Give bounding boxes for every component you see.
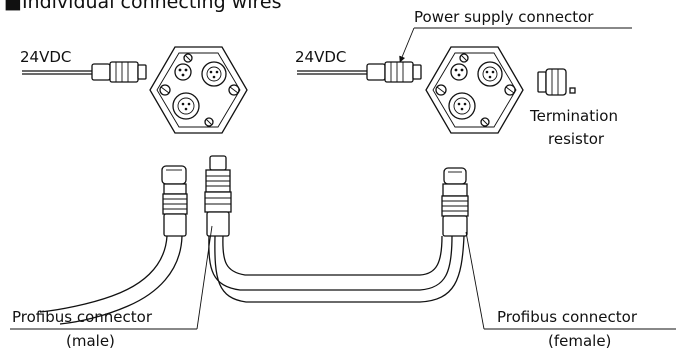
voltage-label-left: 24VDC bbox=[20, 48, 71, 66]
profibus-female-connector-right bbox=[441, 167, 469, 237]
profibus-female-label-line1: Profibus connector bbox=[497, 308, 638, 326]
profibus-female-label-line2: (female) bbox=[548, 332, 611, 350]
voltage-label-right: 24VDC bbox=[295, 48, 346, 66]
power-supply-connector-label: Power supply connector bbox=[414, 8, 594, 26]
right-hex-module bbox=[425, 46, 524, 134]
profibus-male-leader bbox=[196, 225, 213, 330]
termination-label-line2: resistor bbox=[548, 130, 605, 148]
section-title: ■Individual connecting wires bbox=[4, 0, 282, 13]
profibus-link-cable bbox=[208, 235, 465, 303]
termination-resistor bbox=[537, 68, 576, 96]
left-power-cable bbox=[22, 61, 147, 83]
profibus-female-leader bbox=[465, 231, 485, 330]
profibus-female-connector-left bbox=[161, 165, 188, 237]
right-power-cable bbox=[297, 61, 422, 83]
power-supply-leader bbox=[399, 27, 415, 63]
left-female-cable bbox=[39, 235, 183, 325]
profibus-male-label-line1: Profibus connector bbox=[12, 308, 153, 326]
termination-label-line1: Termination bbox=[529, 107, 618, 125]
profibus-male-label-line2: (male) bbox=[66, 332, 115, 350]
left-hex-module bbox=[149, 46, 248, 134]
profibus-male-connector bbox=[204, 155, 232, 237]
